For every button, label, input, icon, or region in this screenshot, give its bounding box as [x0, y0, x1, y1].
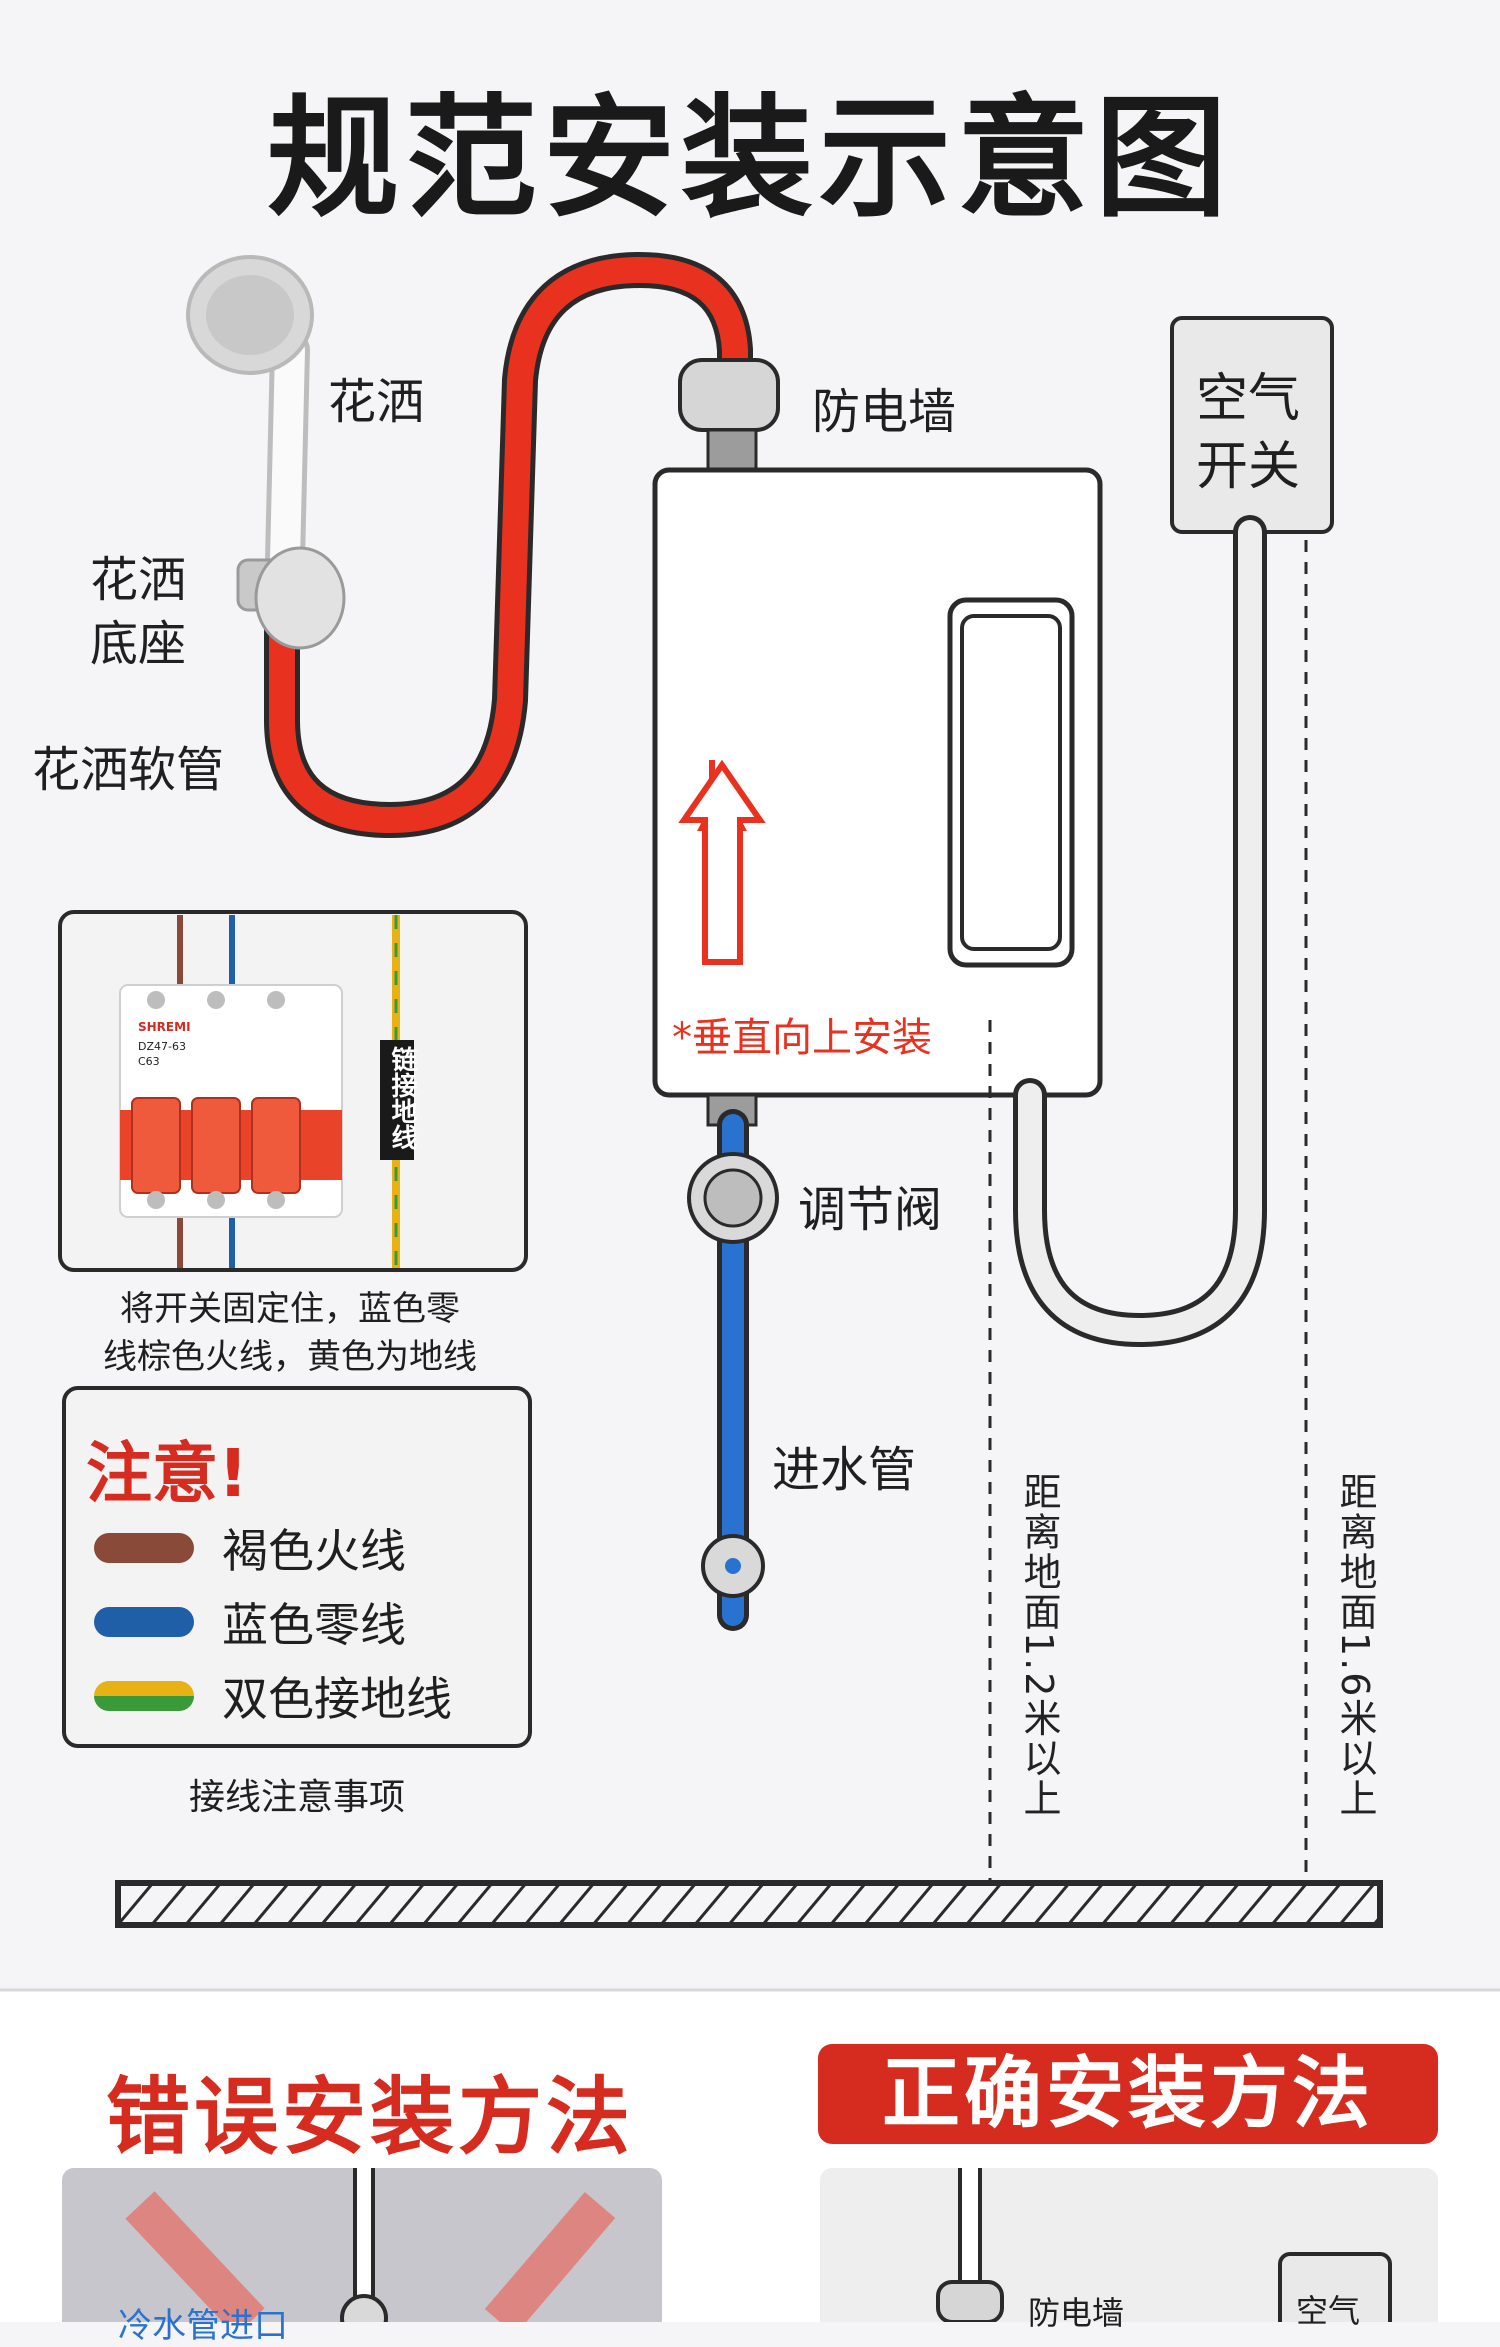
install-upright-note: *垂直向上安装: [672, 1015, 932, 1061]
page-title: 规范安装示意图: [267, 82, 1233, 236]
legend-neutral-label: 蓝色零线: [222, 1598, 406, 1652]
inlet-end-icon: [701, 1534, 765, 1598]
notice-caption: 接线注意事项: [188, 1777, 405, 1818]
distance-heater-label: 距离地面1.2米以上: [1017, 1472, 1061, 1819]
right-switch-label: 空气: [1296, 2292, 1361, 2330]
right-wall-label: 防电墙: [1028, 2294, 1125, 2332]
breaker-brand: SHREMI: [138, 1020, 191, 1034]
power-cable: [1018, 520, 1262, 1343]
right-method-title: 正确安装方法: [818, 2044, 1438, 2144]
brown-wire-swatch: [94, 1533, 194, 1563]
shower-base-label: 花洒 底座: [90, 552, 187, 672]
heater-display: [960, 614, 1062, 951]
up-arrow-icon: [678, 759, 766, 965]
wrong-method-title: 错误安装方法: [105, 2068, 634, 2166]
breaker-model: DZ47-63: [138, 1040, 186, 1053]
distance-switch-label: 距离地面1.6米以上: [1333, 1472, 1377, 1819]
notice-title: 注意!: [86, 1435, 249, 1512]
anti-shock-wall-label: 防电墙: [812, 384, 957, 440]
ground-wire-tag: 链接地线: [387, 1046, 417, 1150]
wrong-install-image: [62, 2168, 662, 2322]
breaker-caption: 将开关固定住，蓝色零 线棕色火线，黄色为地线: [103, 1289, 477, 1377]
shower-hose: [269, 256, 748, 834]
legend-live-label: 褐色火线: [222, 1524, 406, 1578]
legend-ground-label: 双色接地线: [222, 1672, 452, 1726]
shower-hose-label: 花洒软管: [32, 742, 225, 798]
air-switch-label: 空气 开关: [1196, 369, 1301, 497]
legend-row-ground: 双色接地线: [94, 1668, 452, 1726]
wrong-cold-inlet-label: 冷水管进口: [118, 2306, 288, 2346]
anti-shock-wall-icon: [678, 358, 780, 472]
breaker-rating: C63: [138, 1055, 160, 1068]
notice-box: [62, 1386, 532, 1748]
ground-wire-swatch: [94, 1681, 194, 1711]
floor: [115, 1880, 1383, 1928]
right-install-image: [820, 2168, 1438, 2322]
blue-wire-swatch: [94, 1607, 194, 1637]
valve-icon: [687, 1152, 779, 1244]
legend-row-neutral: 蓝色零线: [94, 1594, 406, 1652]
valve-label: 调节阀: [798, 1182, 943, 1238]
breaker-image: [58, 910, 528, 1272]
legend-row-live: 褐色火线: [94, 1520, 406, 1578]
shower-head-icon: [186, 255, 314, 580]
shower-base-icon: [236, 546, 346, 650]
inlet-pipe-label: 进水管: [772, 1442, 917, 1498]
shower-label: 花洒: [328, 374, 425, 430]
